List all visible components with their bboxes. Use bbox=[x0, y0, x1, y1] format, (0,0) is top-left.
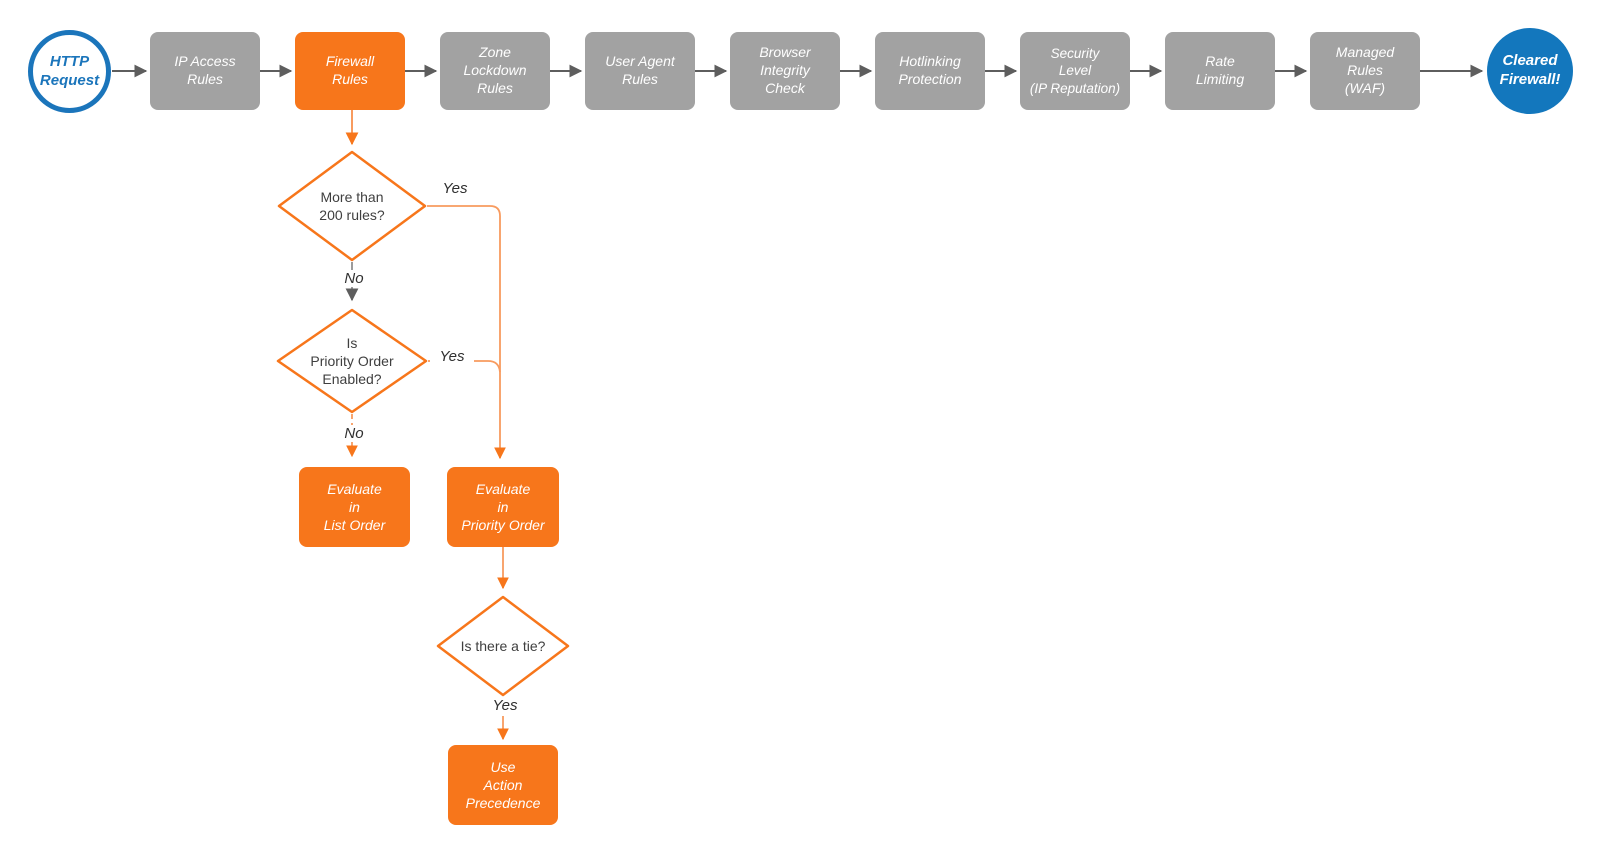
diamond-shape bbox=[276, 308, 428, 414]
node-cleared-firewall: Cleared Firewall! bbox=[1487, 28, 1573, 114]
node-label: Zone bbox=[479, 44, 511, 61]
node-label: Rules bbox=[1347, 62, 1383, 79]
node-label: Evaluate bbox=[475, 480, 531, 497]
edge-label-yes-2: Yes bbox=[430, 348, 474, 365]
node-label: Lockdown bbox=[463, 62, 527, 79]
node-decision-more-than-200-rules: More than 200 rules? bbox=[277, 150, 427, 262]
node-label: Rules bbox=[187, 71, 223, 87]
node-label: Check bbox=[765, 79, 805, 96]
node-label: Cleared bbox=[1502, 52, 1558, 70]
decision-label: Priority Order bbox=[310, 352, 394, 369]
node-label: HTTP bbox=[49, 52, 90, 70]
decision-label: Enabled? bbox=[322, 371, 382, 388]
edge-decision1-yes-to-priority-order bbox=[427, 205, 506, 460]
node-firewall-rules: Firewall Rules bbox=[295, 32, 405, 110]
decision-label: More than bbox=[320, 188, 384, 205]
node-hotlinking-protection: Hotlinking Protection bbox=[875, 32, 985, 110]
node-label: in bbox=[349, 498, 360, 515]
node-label: IP Access bbox=[174, 53, 236, 70]
diamond-shape bbox=[277, 150, 427, 262]
node-label: Priority Order bbox=[461, 517, 545, 534]
node-managed-rules-waf: Managed Rules (WAF) bbox=[1310, 32, 1420, 110]
node-label: Security bbox=[1050, 46, 1100, 62]
node-label: Evaluate bbox=[327, 480, 382, 497]
node-security-level: Security Level (IP Reputation) bbox=[1020, 32, 1130, 110]
edge-label-no-1: No bbox=[334, 270, 374, 287]
decision-label: Is bbox=[346, 334, 358, 351]
node-rate-limiting: Rate Limiting bbox=[1165, 32, 1275, 110]
node-decision-is-there-a-tie: Is there a tie? bbox=[436, 595, 570, 697]
node-label: Managed bbox=[1335, 44, 1395, 61]
decision-label: 200 rules? bbox=[319, 207, 385, 223]
node-label: User Agent bbox=[605, 53, 675, 70]
node-ip-access-rules: IP Access Rules bbox=[150, 32, 260, 110]
node-http-request: HTTP Request bbox=[28, 30, 111, 113]
node-label: Action bbox=[483, 776, 523, 793]
edge-label-no-2: No bbox=[334, 425, 374, 442]
node-label: List Order bbox=[323, 517, 386, 534]
node-label: Integrity bbox=[760, 62, 810, 79]
node-label: Rate bbox=[1205, 53, 1235, 70]
node-decision-priority-order-enabled: Is Priority Order Enabled? bbox=[276, 308, 428, 414]
node-evaluate-in-priority-order: Evaluate in Priority Order bbox=[447, 467, 559, 547]
edge-decision2-yes-join bbox=[428, 360, 501, 373]
node-label: in bbox=[497, 498, 509, 515]
node-label: Browser bbox=[759, 44, 811, 61]
node-evaluate-in-list-order: Evaluate in List Order bbox=[299, 467, 410, 547]
node-label: Use bbox=[490, 758, 516, 775]
decision-label: Is there a tie? bbox=[460, 637, 546, 654]
node-label: Firewall! bbox=[1499, 71, 1561, 88]
diamond-shape bbox=[436, 595, 570, 697]
edge-label-yes-1: Yes bbox=[433, 180, 477, 197]
node-label: Precedence bbox=[465, 795, 541, 812]
node-label: Rules bbox=[622, 71, 658, 87]
node-use-action-precedence: Use Action Precedence bbox=[448, 745, 558, 825]
node-label: Hotlinking bbox=[899, 53, 961, 70]
node-label: Limiting bbox=[1195, 71, 1245, 87]
node-label: Firewall bbox=[325, 53, 375, 70]
node-label: Rules bbox=[332, 71, 368, 87]
node-browser-integrity-check: Browser Integrity Check bbox=[730, 32, 840, 110]
node-label: Protection bbox=[898, 71, 962, 87]
node-zone-lockdown-rules: Zone Lockdown Rules bbox=[440, 32, 550, 110]
node-user-agent-rules: User Agent Rules bbox=[585, 32, 695, 110]
node-label: (IP Reputation) bbox=[1029, 80, 1121, 96]
node-label: Rules bbox=[477, 79, 513, 96]
node-label: Level bbox=[1058, 63, 1092, 79]
edge-label-yes-3: Yes bbox=[483, 697, 527, 714]
node-label: (WAF) bbox=[1344, 79, 1386, 96]
node-label: Request bbox=[39, 71, 100, 89]
